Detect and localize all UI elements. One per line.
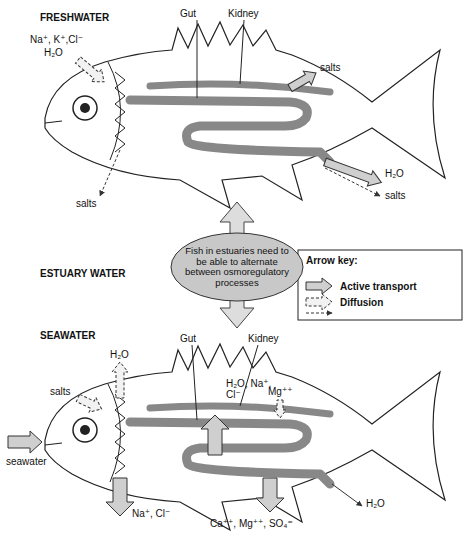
seawater-arrows xyxy=(8,362,362,516)
annotation-label: Mg⁺⁺ xyxy=(268,386,292,397)
section-heading: SEAWATER xyxy=(40,330,95,341)
annotation-label: seawater xyxy=(6,456,47,467)
annotation-label: H₂O xyxy=(44,47,63,58)
legend-text: Diffusion xyxy=(340,297,383,308)
leader-lines xyxy=(192,20,258,420)
annotation-label: Ca⁺⁺, Mg⁺⁺, SO₄⁼ xyxy=(210,518,293,529)
fish-freshwater xyxy=(45,22,445,208)
annotation-label: salts xyxy=(76,198,97,209)
freshwater-arrows xyxy=(73,54,384,196)
annotation-label: salts xyxy=(320,62,341,73)
legend-box xyxy=(298,250,462,320)
annotation-label: H₂O xyxy=(110,349,129,360)
annotation-label: Na⁺, K⁺,Cl⁻ xyxy=(30,34,83,45)
annotation-label: Gut xyxy=(180,333,196,344)
fish-seawater xyxy=(45,344,445,530)
annotation-label: Kidney xyxy=(248,333,279,344)
oval-text: Fish in estuaries need to be able to alt… xyxy=(182,246,292,288)
section-heading: ESTUARY WATER xyxy=(40,268,125,279)
annotation-label: H₂O xyxy=(366,498,385,509)
annotation-label: Kidney xyxy=(228,8,259,19)
section-heading: FRESHWATER xyxy=(40,12,109,23)
legend-text: Active transport xyxy=(340,281,417,292)
annotation-label: H₂O xyxy=(385,168,404,179)
annotation-label: Gut xyxy=(180,8,196,19)
annotation-label: Na⁺, Cl⁻ xyxy=(132,508,170,519)
annotation-label: salts xyxy=(50,386,71,397)
oval-text-area: Fish in estuaries need to be able to alt… xyxy=(182,232,292,302)
annotation-label: salts xyxy=(385,190,406,201)
estuary-oval: Fish in estuaries need to be able to alt… xyxy=(170,232,304,302)
section-heading: Arrow key: xyxy=(306,255,358,266)
annotation-label: H₂O, Na⁺, Cl⁻ xyxy=(226,378,274,400)
